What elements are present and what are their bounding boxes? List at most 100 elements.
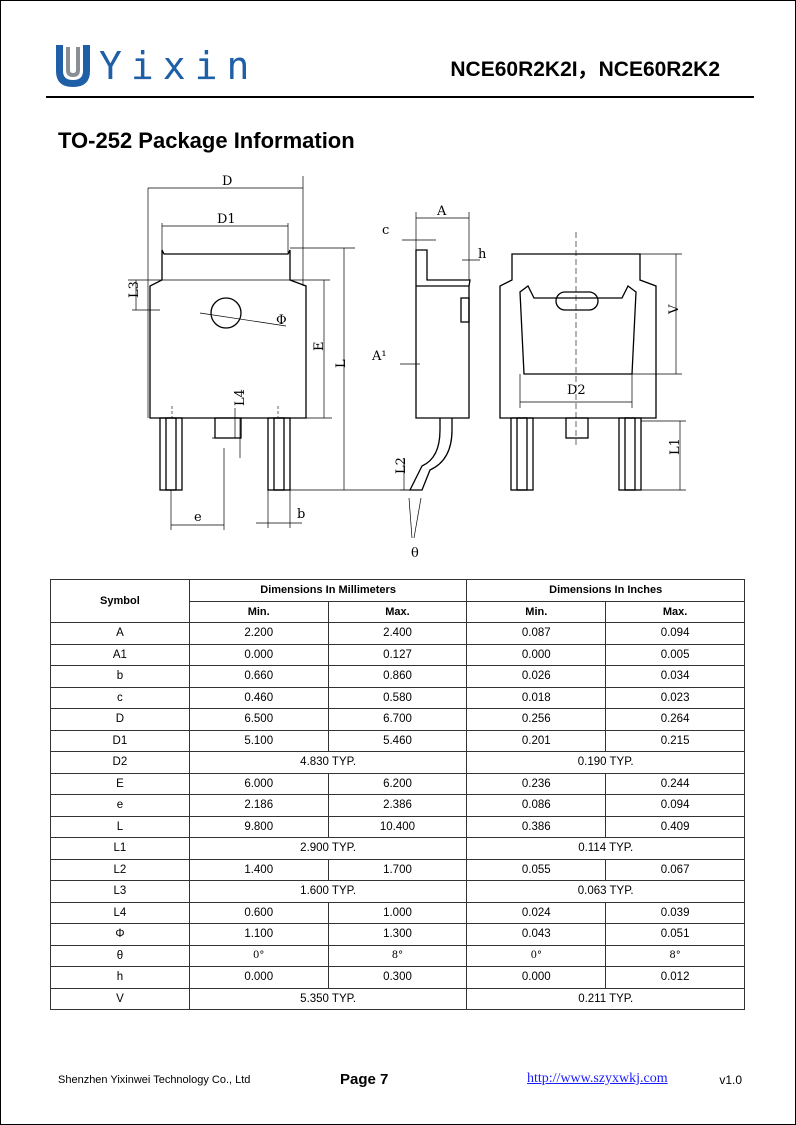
in-max-cell: 0.264 <box>605 708 745 731</box>
label-D: D <box>222 174 232 189</box>
symbol-cell: L3 <box>50 880 190 903</box>
back-view-slot <box>555 291 599 311</box>
label-E: E <box>312 342 327 352</box>
mm-min-header: Min. <box>188 600 329 623</box>
symbol-cell: L4 <box>50 901 190 924</box>
label-L: L <box>334 359 349 368</box>
symbol-cell: c <box>50 686 190 709</box>
in-min-cell: 0.000 <box>466 966 607 989</box>
mm-max-cell: 1.700 <box>327 858 468 881</box>
mm-min-cell: 5.100 <box>188 729 329 752</box>
in-max-cell: 0.039 <box>605 901 745 924</box>
back-lead-center <box>565 417 589 439</box>
in-min-cell: 0.055 <box>466 858 607 881</box>
page-header: Yixin NCE60R2K2I，NCE60R2K2 <box>46 36 754 98</box>
symbol-cell: L2 <box>50 858 190 881</box>
in-min-cell: 0.256 <box>466 708 607 731</box>
mm-max-cell: 1.300 <box>327 923 468 946</box>
mm-min-cell: 2.200 <box>188 622 329 645</box>
mm-max-cell: 2.386 <box>327 794 468 817</box>
mm-max-cell: 8° <box>327 944 468 967</box>
mm-max-cell: 0.580 <box>327 686 468 709</box>
label-L3: L3 <box>127 281 142 298</box>
symbol-cell: L <box>50 815 190 838</box>
label-b: b <box>297 507 305 522</box>
mm-max-cell: 6.700 <box>327 708 468 731</box>
in-max-cell: 0.094 <box>605 622 745 645</box>
in-min-cell: 0.201 <box>466 729 607 752</box>
in-max-cell: 0.409 <box>605 815 745 838</box>
in-min-cell: 0.086 <box>466 794 607 817</box>
mm-max-cell: 1.000 <box>327 901 468 924</box>
in-max-cell: 0.005 <box>605 643 745 666</box>
back-view-body <box>499 253 657 419</box>
symbol-cell: h <box>50 966 190 989</box>
mm-typ-cell: 5.350 TYP. <box>188 987 468 1010</box>
inches-header: Dimensions In Inches <box>466 579 745 602</box>
label-h: h <box>478 247 487 262</box>
footer-version: v1.0 <box>719 1073 742 1087</box>
in-max-cell: 0.215 <box>605 729 745 752</box>
mm-min-cell: 0.600 <box>188 901 329 924</box>
mm-max-cell: 6.200 <box>327 772 468 795</box>
in-max-cell: 8° <box>605 944 745 967</box>
mm-typ-cell: 1.600 TYP. <box>188 880 468 903</box>
symbol-cell: D1 <box>50 729 190 752</box>
side-view-lead <box>408 418 453 491</box>
in-min-cell: 0.000 <box>466 643 607 666</box>
front-view-body <box>149 249 307 419</box>
in-max-cell: 0.023 <box>605 686 745 709</box>
mm-max-header: Max. <box>327 600 468 623</box>
symbol-cell: Φ <box>50 923 190 946</box>
footer-company: Shenzhen Yixinwei Technology Co., Ltd <box>58 1074 251 1086</box>
mm-min-cell: 6.500 <box>188 708 329 731</box>
mm-min-cell: 0° <box>188 944 329 967</box>
mm-header: Dimensions In Millimeters <box>188 579 468 602</box>
section-title: TO-252 Package Information <box>58 128 355 153</box>
in-max-cell: 0.012 <box>605 966 745 989</box>
in-max-cell: 0.034 <box>605 665 745 688</box>
symbol-cell: D2 <box>50 751 190 774</box>
in-min-cell: 0.236 <box>466 772 607 795</box>
back-lead-left <box>510 417 534 491</box>
symbol-header: Symbol <box>50 579 190 623</box>
mm-min-cell: 1.400 <box>188 858 329 881</box>
front-lead-left <box>159 417 183 491</box>
in-min-cell: 0.087 <box>466 622 607 645</box>
side-view-body <box>415 249 471 419</box>
mm-typ-cell: 2.900 TYP. <box>188 837 468 860</box>
footer-website-link[interactable]: http://www.szyxwkj.com <box>527 1071 668 1086</box>
in-max-cell: 0.067 <box>605 858 745 881</box>
mm-min-cell: 2.186 <box>188 794 329 817</box>
in-max-cell: 0.051 <box>605 923 745 946</box>
back-view-pad <box>519 285 637 375</box>
part-number: NCE60R2K2I，NCE60R2K2 <box>450 58 720 81</box>
label-A1: A¹ <box>371 349 387 364</box>
symbol-cell: A <box>50 622 190 645</box>
symbol-cell: V <box>50 987 190 1010</box>
mounting-hole <box>210 297 242 329</box>
mm-min-cell: 6.000 <box>188 772 329 795</box>
in-min-cell: 0° <box>466 944 607 967</box>
back-lead-right <box>618 417 642 491</box>
front-lead-center <box>214 417 242 439</box>
label-L4: L4 <box>233 389 248 406</box>
label-L2: L2 <box>394 457 409 474</box>
in-min-cell: 0.043 <box>466 923 607 946</box>
page-footer: Shenzhen Yixinwei Technology Co., Ltd Pa… <box>58 1071 744 1091</box>
label-D2: D2 <box>567 383 586 398</box>
